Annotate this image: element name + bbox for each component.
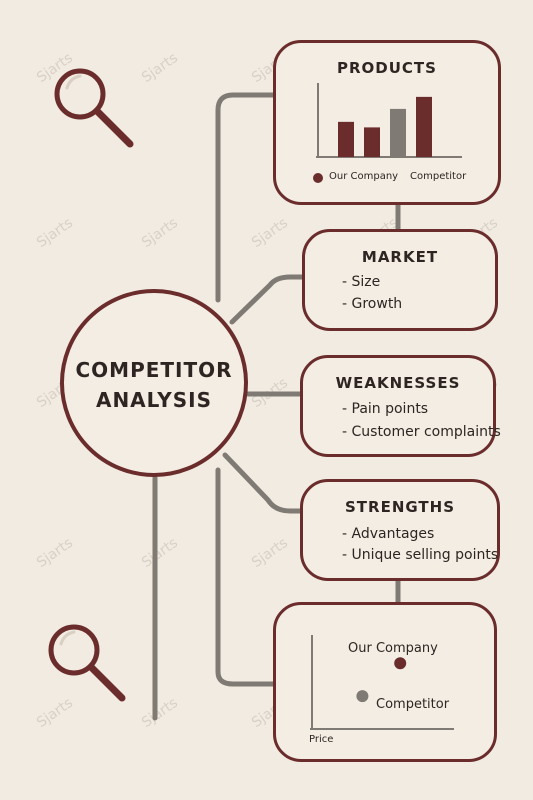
center-node: COMPETITOR ANALYSIS bbox=[60, 289, 248, 477]
magnifier-icon-top bbox=[54, 68, 134, 148]
strengths-node: STRENGTHS - Advantages - Unique selling … bbox=[300, 479, 500, 581]
weaknesses-title: WEAKNESSES bbox=[335, 374, 461, 392]
scatter-x-axis-label: Price bbox=[309, 734, 334, 745]
scatter-label-competitor: Competitor bbox=[376, 697, 450, 712]
bar-1 bbox=[338, 121, 354, 157]
center-title-line2: ANALYSIS bbox=[95, 388, 213, 412]
strengths-title: STRENGTHS bbox=[344, 498, 456, 516]
strengths-item-usp: - Unique selling points bbox=[342, 547, 499, 563]
strengths-item-advantages: - Advantages bbox=[342, 526, 435, 542]
legend-our-company-label: Our Company bbox=[329, 171, 399, 182]
scatter-label-our-company: Our Company bbox=[348, 641, 438, 656]
market-item-growth: - Growth bbox=[342, 296, 403, 312]
bar-2 bbox=[364, 127, 380, 157]
positioning-node: Our Company Competitor Price bbox=[273, 602, 497, 762]
products-title: PRODUCTS bbox=[337, 59, 437, 77]
legend-our-company-marker bbox=[313, 173, 323, 183]
legend-competitor-label: Competitor bbox=[410, 171, 467, 182]
center-title-line1: COMPETITOR bbox=[75, 358, 233, 382]
bar-4 bbox=[416, 96, 432, 157]
positioning-scatter-chart bbox=[310, 635, 454, 730]
products-node: PRODUCTS Our Company Competitor bbox=[273, 40, 501, 205]
scatter-point-our-company bbox=[394, 657, 407, 670]
weaknesses-node: WEAKNESSES - Pain points - Customer comp… bbox=[300, 355, 501, 457]
weaknesses-item-pain-points: - Pain points bbox=[342, 401, 429, 417]
products-bar-chart bbox=[316, 83, 462, 158]
market-title: MARKET bbox=[361, 248, 439, 266]
magnifier-icon-bottom bbox=[48, 624, 126, 702]
weaknesses-item-complaints: - Customer complaints bbox=[342, 424, 501, 440]
market-item-size: - Size bbox=[342, 274, 381, 290]
scatter-point-competitor bbox=[356, 690, 369, 703]
market-node: MARKET - Size - Growth bbox=[302, 229, 498, 331]
bar-3 bbox=[390, 108, 406, 157]
